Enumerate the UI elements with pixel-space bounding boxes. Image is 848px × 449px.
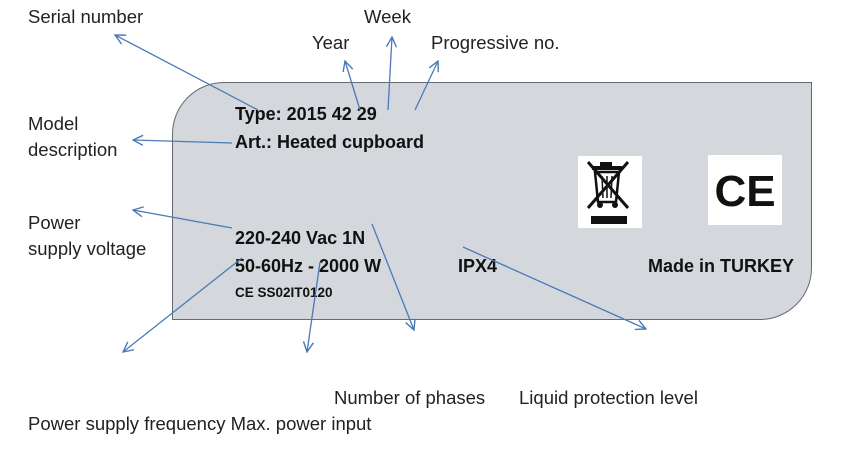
arrow-year [345, 61, 361, 111]
label-liquid-protection-level: Liquid protection level [519, 387, 698, 408]
arrow-power-supply-voltage [133, 210, 233, 229]
plate-made-in: Made in TURKEY [648, 256, 795, 276]
arrow-week [388, 37, 392, 111]
arrow-max-power-input [307, 261, 321, 352]
label-number-of-phases: Number of phases [334, 387, 486, 408]
plate-voltage: 220-240 Vac 1N [235, 228, 366, 248]
plate-type: Type: 2015 42 29 [235, 104, 377, 124]
arrow-progressive-no [414, 61, 438, 111]
label-model-description: Model description [28, 111, 117, 163]
weee-crossed-bin-icon [578, 156, 642, 228]
plate-art: Art.: Heated cupboard [235, 132, 425, 152]
plate-freq-power: 50-60Hz - 2000 W [235, 256, 382, 276]
label-week: Week [364, 6, 411, 27]
arrow-model-description [133, 140, 233, 143]
rating-plate [172, 82, 812, 320]
label-model-line2: description [28, 139, 118, 160]
label-power-line1: Power [28, 212, 81, 233]
ce-mark-text: CE [714, 167, 775, 216]
label-serial-number: Serial number [28, 6, 144, 27]
arrow-number-of-phases [371, 223, 414, 330]
plate-ipx: IPX4 [458, 256, 498, 276]
label-power-line2: supply voltage [28, 238, 147, 259]
label-power-supply-voltage: Power supply voltage [28, 210, 146, 262]
plate-code: CE SS02IT0120 [235, 285, 333, 300]
label-frequency-and-power: Power supply frequency Max. power input [28, 413, 372, 434]
arrow-power-supply-frequency [123, 257, 243, 352]
ce-mark-icon: CE [708, 155, 782, 225]
label-year: Year [312, 32, 350, 53]
label-progressive-no: Progressive no. [431, 32, 560, 53]
arrow-serial-number [115, 35, 259, 111]
arrow-liquid-protection-level [462, 246, 646, 329]
label-model-line1: Model [28, 113, 79, 134]
